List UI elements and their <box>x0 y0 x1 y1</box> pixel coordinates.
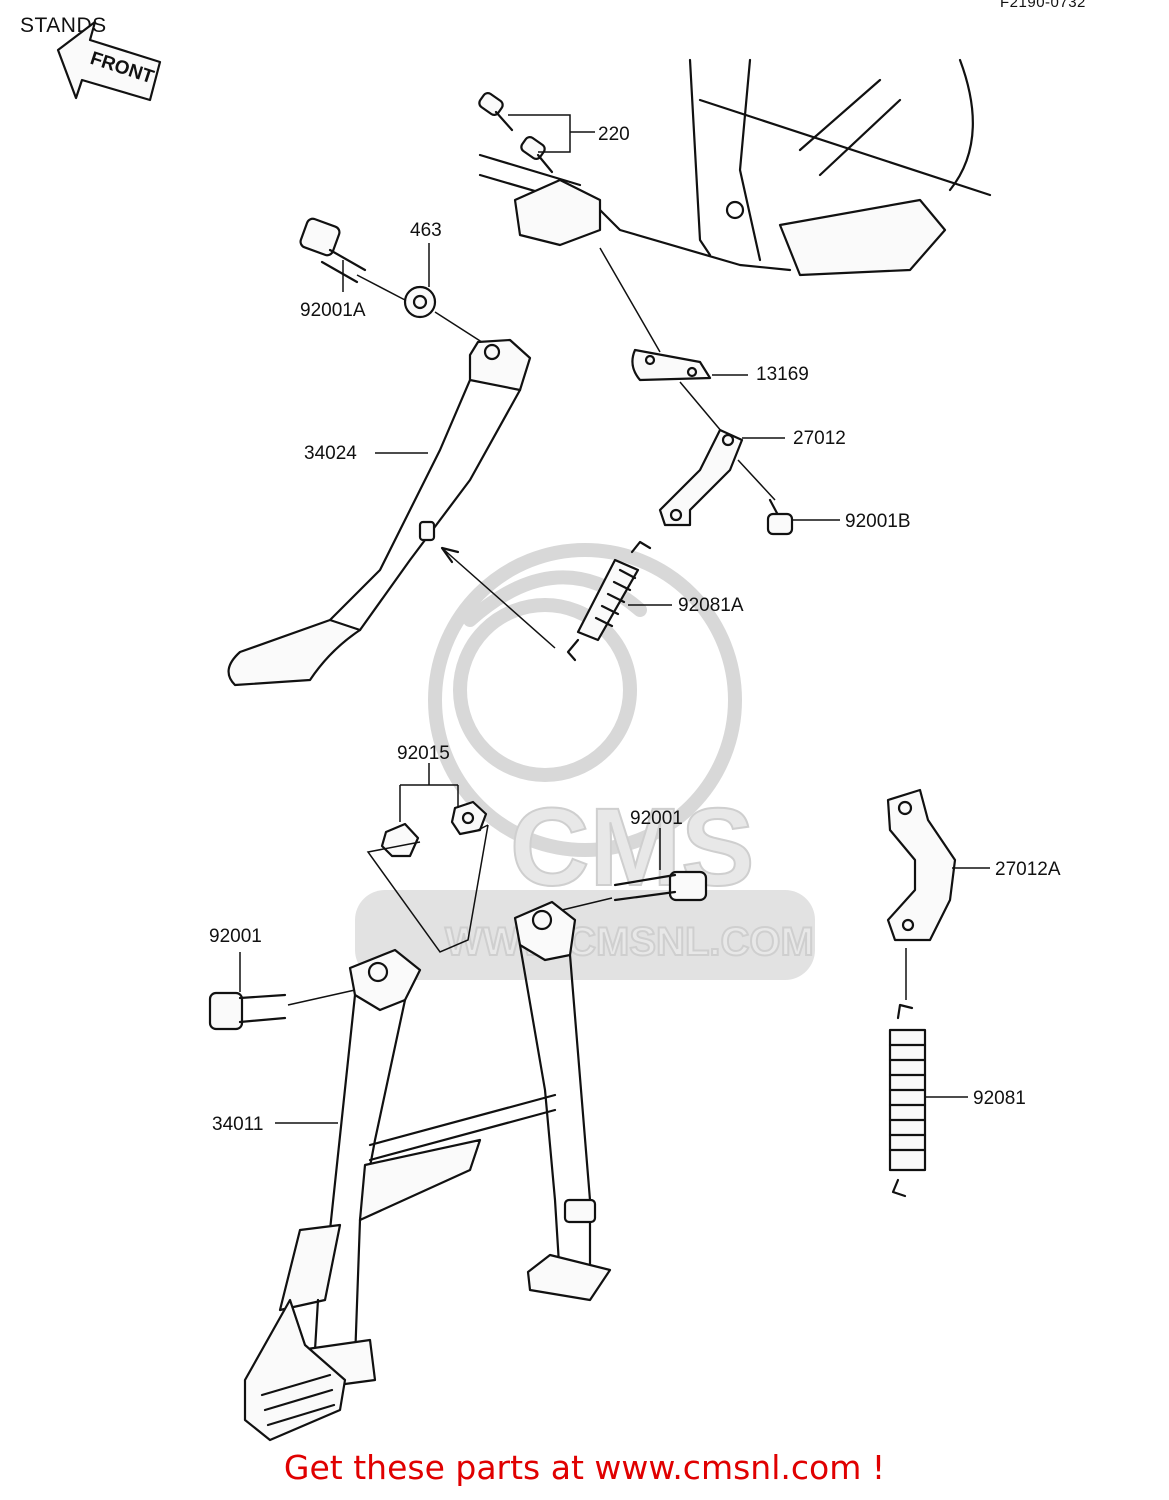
callout-92001-right: 92001 <box>630 808 683 829</box>
callout-92001B: 92001B <box>845 511 911 532</box>
watermark-url: WWW.CMSNL.COM <box>445 920 814 964</box>
callout-13169: 13169 <box>756 364 809 385</box>
bolt-92001-left <box>208 991 287 1031</box>
callout-34024: 34024 <box>304 443 357 464</box>
diagram-code: F2190-0732 <box>1000 0 1086 11</box>
spring-92081A <box>566 540 652 662</box>
side-stand-34024 <box>227 338 532 687</box>
callout-92001-left: 92001 <box>209 926 262 947</box>
bolt-92001A <box>299 217 367 284</box>
cms-watermark: CMS WWW.CMSNL.COM <box>355 543 815 980</box>
front-arrow-icon: FRONT <box>56 20 162 102</box>
callout-92015: 92015 <box>397 743 450 764</box>
callout-92001A: 92001A <box>300 300 366 321</box>
frame-section <box>478 58 992 277</box>
arm-27012 <box>658 428 744 527</box>
spring-92081 <box>888 1003 927 1198</box>
callout-92081A: 92081A <box>678 595 744 616</box>
callout-92081: 92081 <box>973 1088 1026 1109</box>
bolt-92001-right <box>613 870 708 902</box>
bolt-92001B <box>766 498 794 536</box>
arm-27012A <box>886 788 957 942</box>
callout-220: 220 <box>598 124 630 145</box>
center-stand-34011 <box>243 900 612 1442</box>
nut-92015 <box>380 800 488 858</box>
promo-link[interactable]: Get these parts at www.cmsnl.com ! <box>283 1448 886 1487</box>
bolt-220 <box>478 92 554 174</box>
callout-27012A: 27012A <box>995 859 1061 880</box>
washer-463 <box>403 285 437 319</box>
bracket-13169 <box>631 348 712 382</box>
callout-27012: 27012 <box>793 428 846 449</box>
watermark-brand: CMS <box>510 786 754 909</box>
callout-463: 463 <box>410 220 442 241</box>
callout-34011: 34011 <box>212 1114 263 1135</box>
